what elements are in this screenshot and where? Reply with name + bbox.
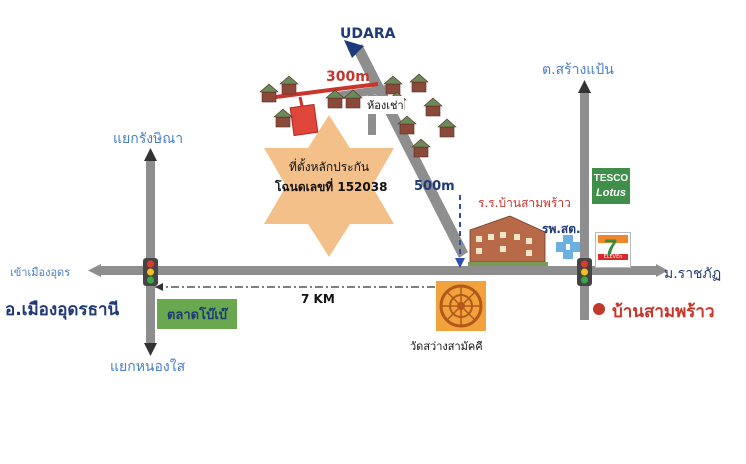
north-right-label: ต.สร้างแป้น: [542, 62, 614, 78]
plot-marker: [289, 103, 319, 137]
udara-label: UDARA: [340, 26, 396, 42]
house-icon: [383, 75, 403, 95]
market-box: ตลาดโบ๊เบ๊: [157, 299, 237, 329]
tesco-label: TESCO: [593, 173, 629, 184]
north-left-label: แยกรังษิณา: [113, 131, 184, 147]
traffic-light-icon: [143, 258, 158, 286]
left-road-north-arrow: [144, 148, 157, 161]
city-label: อ.เมืองอุดรธานี: [5, 300, 120, 320]
house-icon: [411, 138, 431, 158]
house-icon: [273, 108, 293, 128]
house-icon: [437, 118, 457, 138]
plot-label-line2: โฉนดเลขที่ 152038: [275, 180, 388, 194]
distance-500m-label: 500m: [414, 179, 455, 194]
lotus-label: Lotus: [596, 187, 626, 199]
school-label: ร.ร.บ้านสามพร้าว: [478, 196, 571, 210]
south-left-label: แยกหนองใส: [110, 359, 186, 375]
house-icon: [343, 89, 363, 109]
house-icon: [397, 115, 417, 135]
udara-arrow: [344, 40, 364, 58]
route-500m-arrow: [455, 258, 465, 268]
house-icon: [279, 75, 299, 95]
house-icon: [423, 97, 443, 117]
east-arrow: [656, 264, 668, 277]
plot-label-line1: ที่ตั้งหลักประกัน: [289, 160, 370, 174]
house-icon: [409, 73, 429, 93]
village-dot: [593, 303, 605, 315]
room-rental-label: ห้องเช่า: [367, 96, 404, 114]
medical-cross-icon: [556, 235, 580, 259]
temple-label: วัดสว่างสามัคคี: [410, 340, 483, 353]
west-arrow: [88, 264, 101, 277]
tesco-lotus-logo: TESCO Lotus: [592, 168, 630, 204]
village-label: บ้านสามพร้าว: [612, 302, 715, 322]
traffic-light-icon: [577, 258, 592, 286]
east-label: ม.ราชภัฏ: [664, 266, 722, 282]
house-icon: [259, 83, 279, 103]
distance-300m-label: 300m: [326, 69, 370, 85]
main-road: [100, 266, 656, 275]
market-label: ตลาดโบ๊เบ๊: [166, 307, 228, 323]
left-road: [146, 160, 155, 344]
soi-road-2: [368, 95, 376, 135]
plot-star: [264, 115, 394, 257]
seven-eleven-logo: 7 ELEVEn: [595, 232, 631, 268]
distance-left-arrow: [155, 283, 163, 291]
house-icon: [325, 89, 345, 109]
health-station-label: รพ.สต.: [542, 222, 581, 236]
west-label: เข้าเมืองอุดร: [10, 266, 71, 279]
left-road-south-arrow: [144, 343, 157, 356]
route-300m: [267, 82, 379, 100]
seven-eleven-label: ELEVEn: [603, 254, 623, 260]
temple-wheel-icon: [436, 281, 486, 331]
right-road-north-arrow: [578, 80, 591, 93]
school-building-icon: [468, 215, 548, 266]
right-road: [580, 92, 589, 320]
distance-7km-label: 7 KM: [301, 292, 335, 306]
